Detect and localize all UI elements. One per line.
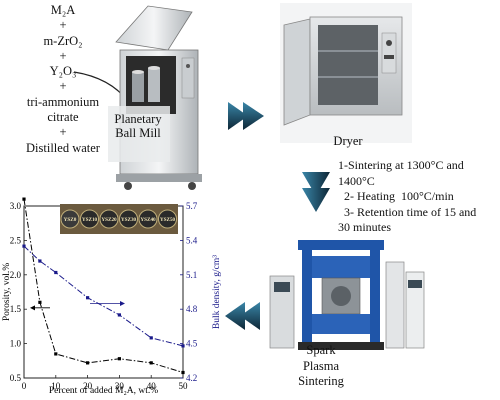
- y2-tick-label: 5.4: [186, 235, 198, 245]
- sample-label: YSZ40: [140, 217, 156, 223]
- sample-disc: [99, 209, 119, 229]
- density-point: [38, 259, 42, 263]
- sample-label: YSZ30: [121, 217, 137, 223]
- recipe-item: M₂A: [50, 3, 76, 17]
- x-tick-label: 50: [179, 381, 189, 391]
- density-point: [86, 296, 90, 300]
- mill-label-line2: Ball Mill: [115, 126, 161, 140]
- process-step-line: 3- Retention time of 15 and: [338, 204, 477, 219]
- recipe-plus: +: [59, 18, 67, 33]
- double-arrow-left-icon: [225, 302, 260, 330]
- mill-label-line1: Planetary: [114, 112, 162, 126]
- sample-disc: [119, 209, 138, 229]
- x-tick-label: 30: [115, 381, 125, 391]
- x-tick-label: 10: [51, 381, 61, 391]
- sample-disc: [158, 209, 177, 229]
- process-step-line: 2- Heating 100°C/min: [338, 189, 454, 203]
- sample-label: YSZ10: [82, 217, 98, 223]
- x-tick-label: 40: [147, 381, 157, 391]
- process-step-line: 30 minutes: [338, 220, 391, 234]
- y-tick-label: 1.0: [10, 339, 22, 349]
- density-point: [22, 244, 26, 248]
- x-tick-label: 0: [22, 381, 27, 391]
- dryer-image: [280, 3, 412, 143]
- x-axis-label: Percent of added M₂A, wt.%: [49, 385, 158, 396]
- recipe-plus: +: [59, 79, 67, 94]
- process-step-line: 1400°C: [338, 173, 375, 188]
- recipe-item: m-ZrO₂: [43, 33, 83, 48]
- planetary-ball-mill-image: [108, 5, 202, 190]
- y-tick-label: 3.0: [10, 201, 22, 211]
- porosity-point: [117, 357, 121, 361]
- double-arrow-right-icon: [228, 102, 264, 130]
- y2-axis-label: Bulk density, g/cm³: [212, 255, 222, 329]
- sample-label: YSZ0: [64, 217, 77, 223]
- recipe-item: citrate: [47, 110, 79, 125]
- sps-label-line2: Plasma: [302, 358, 340, 373]
- sample-label: YSZ50: [160, 217, 176, 223]
- recipe-item: Y₂O₃: [49, 64, 77, 79]
- y-tick-label: 2.5: [10, 235, 22, 245]
- porosity-axis-arrowhead: [30, 305, 35, 311]
- plot-area: [23, 205, 184, 379]
- density-axis-arrowhead: [120, 300, 125, 306]
- x-tick-label: 20: [83, 381, 93, 391]
- density-point: [117, 313, 121, 317]
- density-point: [54, 270, 58, 275]
- porosity-point: [38, 300, 42, 304]
- y2-tick-label: 4.5: [186, 339, 198, 349]
- recipe-item: Distilled water: [26, 140, 100, 155]
- recipe-item: tri-ammonium: [26, 94, 100, 109]
- recipe-plus: +: [59, 48, 67, 63]
- y2-tick-label: 5.7: [186, 201, 198, 211]
- y-tick-label: 2.0: [10, 270, 22, 280]
- y2-tick-label: 4.8: [186, 304, 198, 314]
- sps-label: Spark Plasma Sintering: [286, 343, 356, 390]
- porosity-point: [22, 197, 26, 201]
- y2-tick-label: 5.1: [186, 270, 197, 280]
- density-point: [181, 344, 185, 348]
- porosity-point: [181, 370, 185, 375]
- porosity-point: [54, 352, 58, 356]
- sample-disc: [60, 209, 80, 229]
- sample-disc: [80, 209, 99, 229]
- y-tick-label: 1.5: [10, 304, 22, 314]
- density-point: [149, 336, 153, 340]
- sample-disc: [138, 209, 158, 229]
- sps-machine-image: [268, 238, 426, 356]
- porosity-point: [149, 361, 153, 365]
- porosity-point: [86, 361, 90, 365]
- y-axis-label: Porosity, vol.%: [2, 263, 12, 321]
- double-arrow-down-icon: [302, 172, 330, 212]
- sample-label: YSZ20: [101, 217, 117, 223]
- process-step-line: 1-Sintering at 1300°C and: [338, 158, 464, 172]
- sps-label-line1: Spark: [306, 343, 336, 357]
- sps-label-line3: Sintering: [298, 374, 344, 388]
- mill-label: Planetary Ball Mill: [104, 112, 172, 140]
- recipe-plus: +: [59, 125, 67, 140]
- y2-tick-label: 4.2: [186, 373, 197, 383]
- dryer-label: Dryer: [333, 134, 363, 148]
- y-tick-label: 0.5: [10, 373, 22, 383]
